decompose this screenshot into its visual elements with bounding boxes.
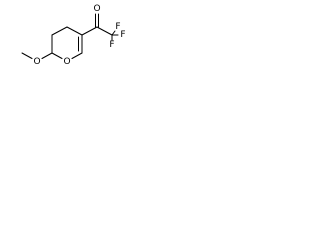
ether-oxygen-label: O <box>33 57 40 67</box>
bond-c5-c4 <box>51 26 68 36</box>
carbonyl-oxygen-label: O <box>93 4 100 14</box>
structure-svg: O O O F F F <box>21 4 126 67</box>
bond-omethoxy-methyl <box>21 52 33 59</box>
bond-cf3-f-top <box>111 30 116 36</box>
ring-oxygen-label: O <box>63 57 70 67</box>
bond-c6-omethoxy <box>41 52 53 59</box>
fluorine-right-label: F <box>120 30 125 40</box>
molecule-diagram: O O O F F F <box>0 0 129 74</box>
bond-c2-o1 <box>71 52 83 59</box>
bond-carbonyl-cf3 <box>96 26 113 36</box>
bond-c3-carbonyl <box>81 26 98 36</box>
bond-c4-c3 <box>66 26 83 36</box>
fluorine-bottom-label: F <box>109 40 114 50</box>
bond-o1-c6 <box>51 52 63 59</box>
fluorine-top-label: F <box>115 22 120 32</box>
